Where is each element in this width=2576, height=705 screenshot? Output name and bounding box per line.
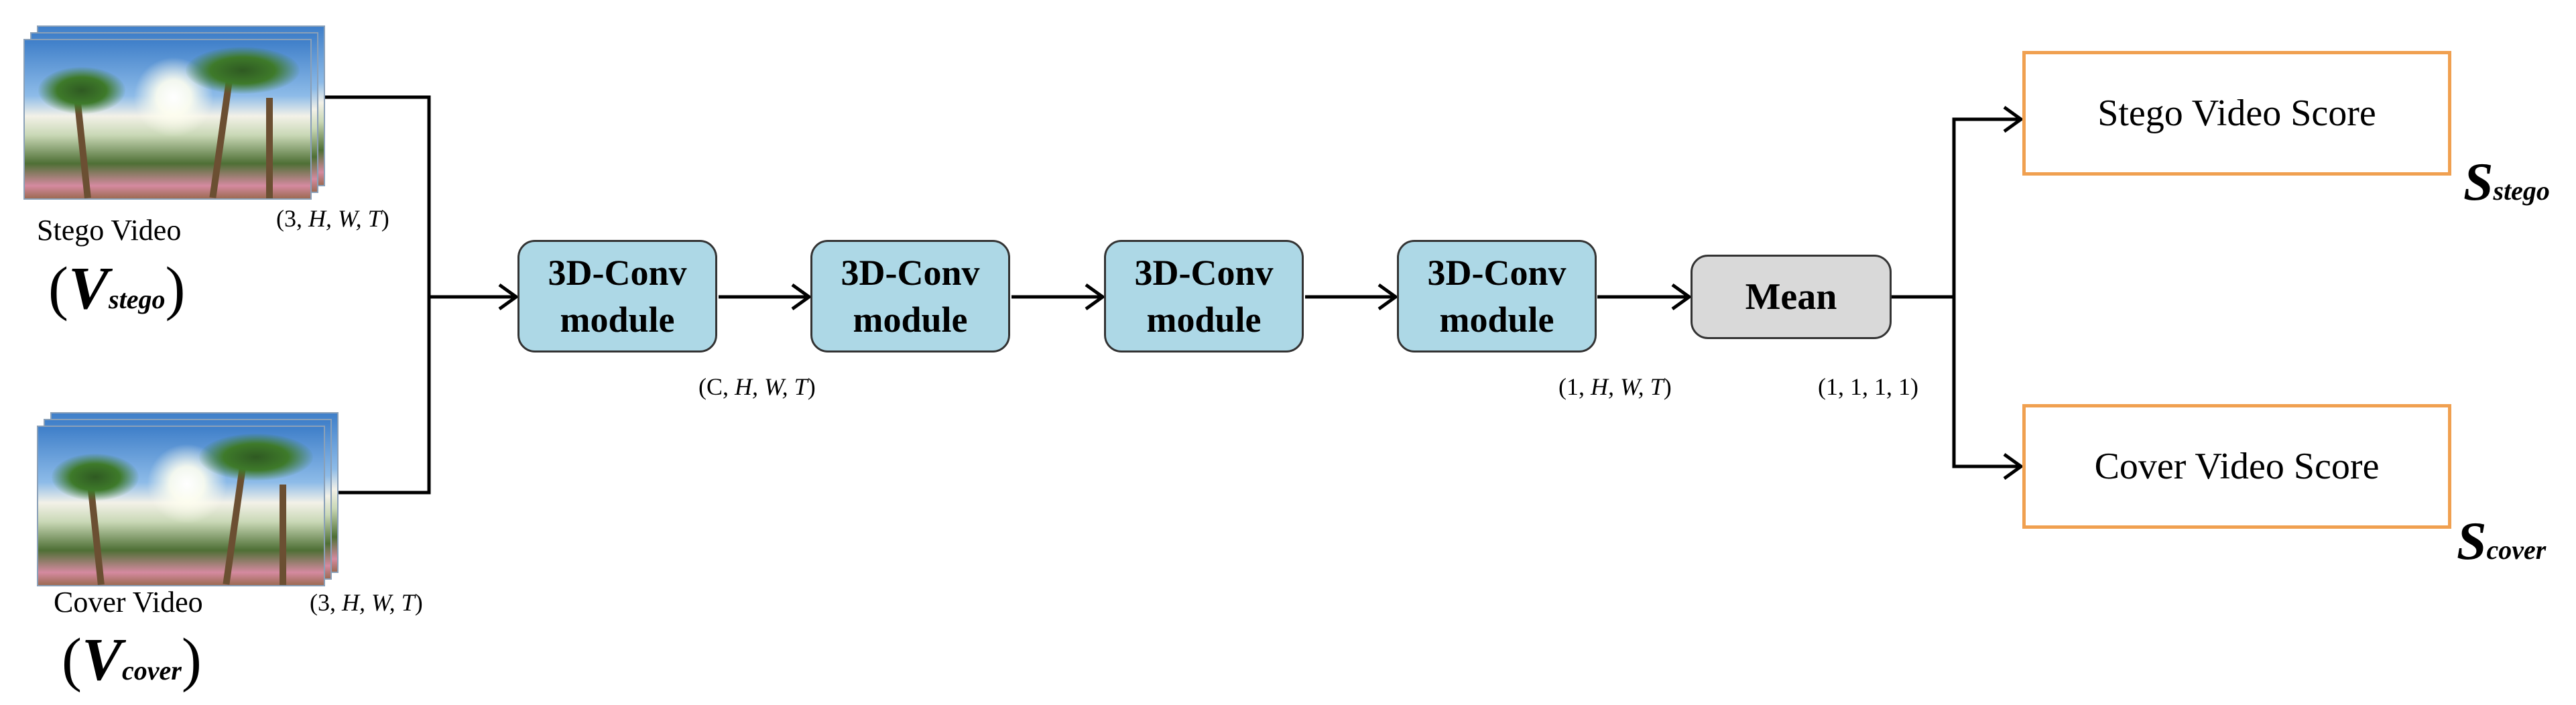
arrowhead-merge	[498, 283, 519, 311]
mean-box: Mean	[1691, 255, 1892, 339]
arrowhead-conv4	[1377, 283, 1399, 311]
stego-score-box: Stego Video Score	[2022, 51, 2451, 176]
dims-after-conv4: (1, H, W, T)	[1558, 373, 1672, 400]
stego-video-symbol: (Vstego)	[48, 255, 186, 322]
dims-after-conv1: (C, H, W, T)	[698, 373, 816, 400]
arrowhead-stego-score	[2003, 105, 2024, 133]
mean-dims-label: (1, 1, 1, 1)	[1818, 373, 1918, 400]
split-to-cover-score	[1952, 297, 2019, 468]
cover-video-label: Cover Video	[54, 586, 203, 619]
stego-frame-front	[23, 39, 312, 200]
stego-dims-label: (3, H, W, T)	[276, 205, 389, 232]
cover-frame-front	[37, 426, 325, 586]
arrowhead-conv2	[791, 283, 812, 311]
arrowhead-cover-score	[2003, 452, 2024, 480]
cover-score-box: Cover Video Score	[2022, 404, 2451, 529]
stego-input-line	[315, 95, 431, 297]
arrowhead-mean	[1671, 283, 1693, 311]
cover-dims-label: (3, H, W, T)	[310, 589, 423, 616]
stego-video-label: Stego Video	[37, 214, 182, 247]
cover-input-line	[328, 297, 431, 495]
cover-score-symbol: Scover	[2457, 512, 2547, 571]
split-to-stego-score	[1952, 117, 2019, 297]
arrowhead-conv3	[1085, 283, 1106, 311]
stego-score-symbol: Sstego	[2463, 153, 2550, 212]
cover-video-symbol: (Vcover)	[62, 627, 202, 693]
